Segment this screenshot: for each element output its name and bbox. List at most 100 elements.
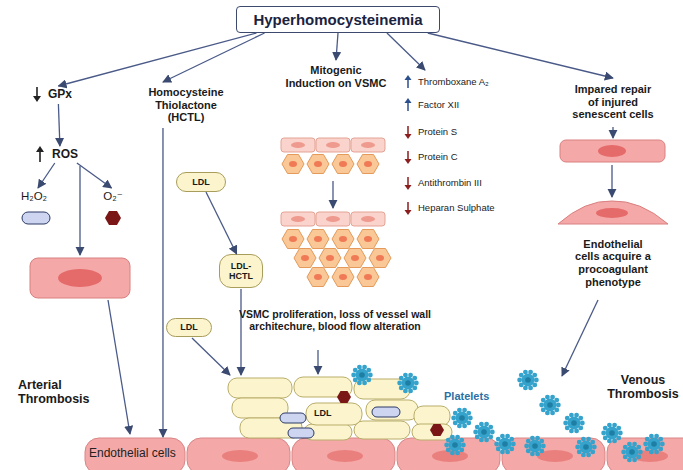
smooth-muscle-cell [294,249,316,268]
platelet [517,370,539,391]
increase-arrow [407,102,409,111]
cell-nucleus [596,208,628,218]
decrease-arrow [407,151,409,160]
plaque-lipid [228,378,292,398]
smooth-muscle-cell [332,268,354,287]
connector-group [38,33,613,437]
decrease-arrow-head [405,210,412,215]
decrease-arrow [36,87,38,97]
smooth-muscle-cell [332,230,354,249]
pathway-arrow [317,350,318,374]
ldl-pill: LDL [176,172,226,192]
node-text: Protein C [418,151,458,163]
smooth-muscle-cell [369,249,391,268]
h2o2-molecule [280,413,306,423]
node-text: VSMC proliferation, loss of vessel wall … [232,308,438,332]
node-text: GPx [48,88,72,102]
node-text: Thromboxane A₂ [418,76,489,88]
vsmc-endothelial-cell [281,212,315,226]
node-text: Antithrombin III [418,177,482,189]
pathway-arrow [562,300,598,376]
platelet [524,436,546,457]
cell-nucleus [291,216,305,222]
outcome-label: Arterial Thrombosis [18,378,98,407]
plaque-lipid [232,398,288,418]
smooth-muscle-cell [319,249,341,268]
molecule-label: O₂⁻ [98,188,128,206]
arrow-connector [77,163,112,188]
increase-arrow-head [405,98,412,103]
increase-arrow-head [36,146,44,152]
plaque-lipid [414,406,450,426]
node-text: Homocysteine Thiolactone (HCTL) [138,86,234,124]
ldl-label: LDL [314,408,354,418]
platelet-label: Platelets [444,390,514,403]
node-text: H₂O₂ [21,190,47,203]
ldl-pill: LDL-HCTL [219,254,263,288]
platelet [444,435,466,456]
node-text: Factor XII [418,99,459,111]
platelet [621,442,643,463]
arrow-connector [336,33,338,60]
cell-nucleus [222,450,258,462]
process-label: Impared repair of injured senescent cell… [553,78,673,126]
node-text: Endothelial cells acquire a procoagulant… [553,238,673,289]
cell-nucleus [326,142,340,148]
endothelial-cell [292,438,395,470]
increase-arrow [39,151,41,162]
node-text: O₂⁻ [103,190,122,203]
platelet [539,395,561,416]
arrow-connector [58,104,60,146]
superoxide-molecule [430,424,444,436]
node-text: LDL-HCTL [222,261,260,282]
pathway-arrow [332,181,333,208]
cell-nucleus [58,269,102,287]
plaque-lipid [306,403,362,425]
arrow-connector [428,33,613,78]
damaged-cell [30,258,130,298]
node-text: ROS [52,148,78,162]
cell-nucleus [326,216,340,222]
increase-arrow [407,79,409,88]
h2o2-molecule [288,428,314,438]
smooth-muscle-cell [282,230,304,249]
platelet [473,422,495,443]
superoxide-molecule [337,391,351,403]
endothelial-cell [397,438,500,470]
node-text: Impared repair of injured senescent cell… [553,83,673,121]
smooth-muscle-cell [307,155,329,174]
pathway-arrow [79,166,80,255]
smooth-muscle-cell [357,268,379,287]
plaque-lipid [412,424,452,440]
decrease-arrow-head [405,134,412,139]
endothelial-cell [187,438,290,470]
factor-list: Thromboxane A₂Factor XIIProtein SProtein… [400,70,525,215]
node-text: Heparan Sulphate [418,202,495,214]
decrease-arrow [407,177,409,186]
vsmc-endothelial-cell [316,138,350,152]
arrow-connector [387,33,425,70]
platelet [451,408,473,429]
senescent-cell [560,140,665,162]
procoagulant-cell [558,201,668,224]
cell-nucleus [598,145,626,157]
vsmc-endothelial-cell [281,138,315,152]
decrease-arrow-head [405,185,412,190]
node-text: Hyperhomocysteinemia [253,11,422,28]
pathway-arrow [192,338,230,375]
cell-nucleus [291,142,305,148]
h2o2-molecule [372,407,400,417]
platelet [397,373,419,394]
process-label: VSMC proliferation, loss of vessel wall … [232,292,438,348]
plaque-lipid [366,400,418,420]
vsmc-endothelial-cell [351,138,385,152]
endothelial-cell [85,438,185,470]
platelet [575,437,597,458]
process-label: Mitogenic Induction on VSMC [282,60,390,94]
pathway-arrow [240,289,241,375]
increase-arrow-head [405,75,412,80]
pathway-arrow [612,127,613,138]
enzyme-label: GPx [44,86,76,104]
arrow-connector [162,128,163,437]
